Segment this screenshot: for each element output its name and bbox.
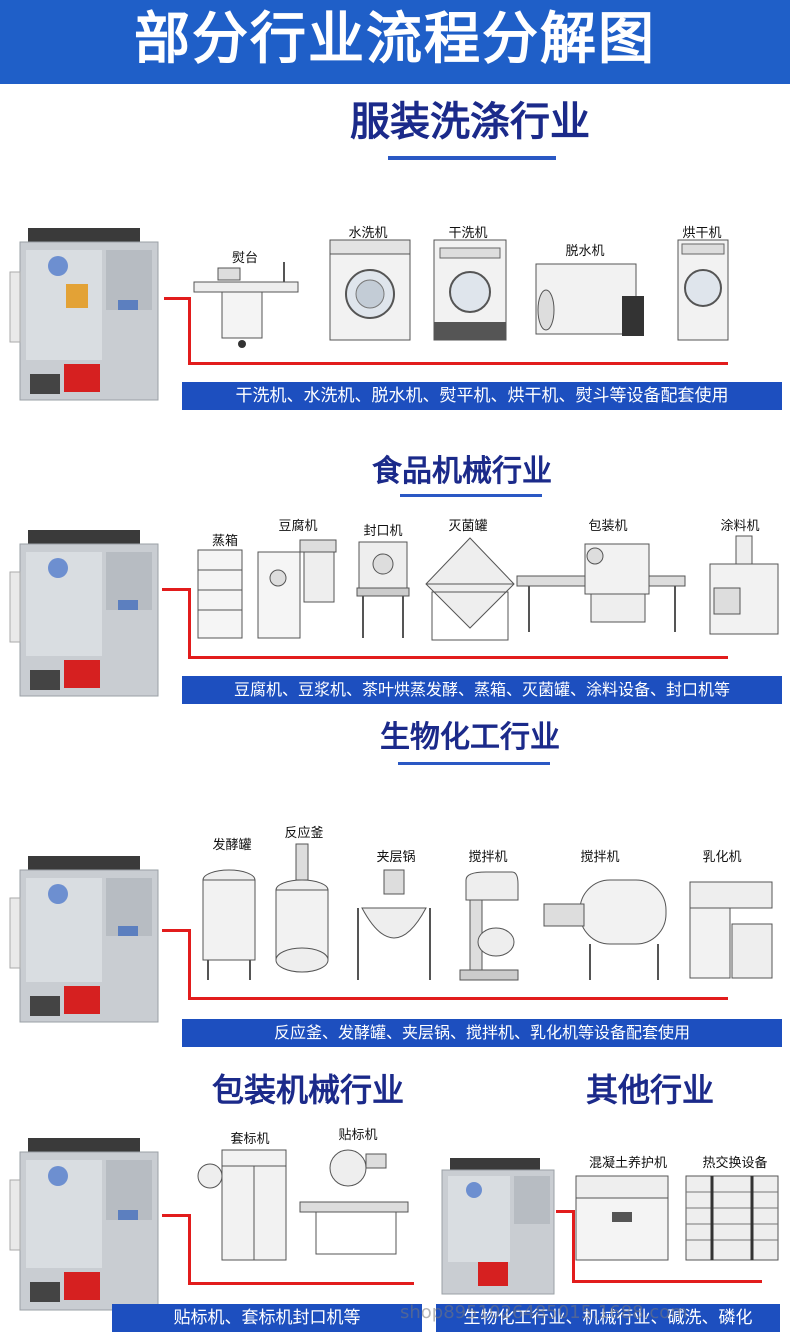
boiler-image xyxy=(441,1158,555,1295)
fermenter-image xyxy=(202,869,256,980)
caption-bar-laundry: 干洗机、水洗机、脱水机、熨平机、烘干机、熨斗等设备配套使用 xyxy=(182,382,782,410)
machine-label: 灭菌罐 xyxy=(448,519,488,534)
section-underline-biochem xyxy=(398,762,550,765)
steam-pipe xyxy=(188,362,728,365)
sleeve-labeler-image xyxy=(197,1149,287,1261)
sterilizer-tank-image xyxy=(425,537,515,641)
reactor-image xyxy=(275,843,329,973)
caption-bar-packaging: 贴标机、套标机封口机等 xyxy=(112,1304,422,1332)
machine-label: 混凝土养护机 xyxy=(588,1156,667,1171)
page-title: 部分行业流程分解图 xyxy=(134,7,656,72)
jacketed-kettle-image xyxy=(357,869,431,980)
machine-label: 蒸箱 xyxy=(211,534,238,549)
steam-pipe xyxy=(188,1282,414,1285)
machine-label: 干洗机 xyxy=(448,226,488,241)
emulsifier-image xyxy=(689,881,773,979)
caption-bar-biochem: 反应釜、发酵罐、夹层锅、搅拌机、乳化机等设备配套使用 xyxy=(182,1019,782,1047)
machine-label: 乳化机 xyxy=(702,850,742,865)
section-title-biochem: 生物化工行业 xyxy=(380,720,560,755)
machine-label: 搅拌机 xyxy=(468,850,508,865)
caption-bar-other: 生物化工行业、机械行业、碱洗、磷化 xyxy=(436,1304,780,1332)
steam-pipe xyxy=(188,1214,191,1284)
machine-label: 熨台 xyxy=(231,251,258,266)
sealing-machine-image xyxy=(356,541,410,638)
machine-label: 套标机 xyxy=(230,1132,270,1147)
steam-pipe xyxy=(164,297,190,300)
tofu-machine-image xyxy=(257,539,337,639)
machine-label: 包装机 xyxy=(588,519,628,534)
section-title-other: 其他行业 xyxy=(585,1071,714,1109)
machine-label: 脱水机 xyxy=(565,244,605,259)
section-title-packaging: 包装机械行业 xyxy=(211,1071,404,1109)
machine-label: 烘干机 xyxy=(682,226,722,241)
boiler-image xyxy=(9,856,159,1023)
machine-label: 反应釜 xyxy=(284,826,324,841)
machine-label: 贴标机 xyxy=(338,1128,378,1143)
coating-machine-image xyxy=(709,535,779,635)
packaging-machine-image xyxy=(516,543,686,632)
machine-label: 豆腐机 xyxy=(278,519,318,534)
boiler-image xyxy=(9,228,159,401)
machine-label: 封口机 xyxy=(363,524,403,539)
machine-label: 涂料机 xyxy=(720,519,760,534)
dryer-image xyxy=(677,239,729,341)
washer-image xyxy=(329,239,411,341)
steam-pipe xyxy=(572,1280,762,1283)
steam-pipe xyxy=(188,929,191,999)
steam-pipe xyxy=(188,656,728,659)
steam-pipe xyxy=(188,297,191,364)
machine-label: 热交换设备 xyxy=(702,1156,768,1171)
machine-label: 搅拌机 xyxy=(580,850,620,865)
watermark: shop8951026485015.1688.com xyxy=(400,1302,688,1323)
steam-pipe xyxy=(188,588,191,658)
steam-pipe xyxy=(162,929,190,932)
steam-pipe xyxy=(188,997,728,1000)
section-title-food: 食品机械行业 xyxy=(372,454,552,489)
steam-box-image xyxy=(197,549,243,639)
machine-label: 夹层锅 xyxy=(376,850,416,865)
steam-pipe xyxy=(556,1210,574,1213)
concrete-curing-machine-image xyxy=(575,1175,669,1261)
steam-pipe xyxy=(162,1214,190,1217)
machine-label: 发酵罐 xyxy=(212,838,252,853)
section-underline-laundry xyxy=(388,156,556,160)
boiler-image xyxy=(9,1138,159,1311)
spin-dryer-image xyxy=(535,263,644,336)
machine-label: 水洗机 xyxy=(348,226,388,241)
caption-bar-food: 豆腐机、豆浆机、茶叶烘蒸发酵、蒸箱、灭菌罐、涂料设备、封口机等 xyxy=(182,676,782,704)
ironing-table-image xyxy=(193,262,299,348)
mixer-image xyxy=(459,871,519,981)
boiler-image xyxy=(9,530,159,697)
section-underline-food xyxy=(400,494,542,497)
steam-pipe xyxy=(572,1210,575,1282)
heat-exchanger-image xyxy=(685,1175,779,1261)
dry-cleaner-image xyxy=(433,239,507,341)
page-header: 部分行业流程分解图 xyxy=(0,0,790,84)
section-title-laundry: 服装洗涤行业 xyxy=(350,99,590,145)
steam-pipe xyxy=(162,588,190,591)
labeling-machine-image xyxy=(299,1149,409,1255)
horizontal-mixer-image xyxy=(543,879,667,980)
